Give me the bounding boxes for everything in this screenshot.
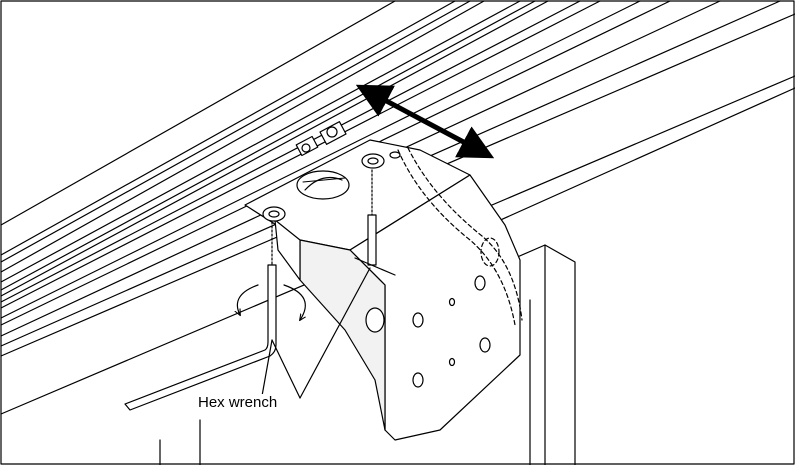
window-frame <box>159 244 576 465</box>
label-leaders <box>261 267 371 399</box>
hidden-lines <box>397 147 523 326</box>
double-headed-arrow-icon <box>355 84 495 159</box>
bracket <box>244 139 521 441</box>
adjust-knob <box>296 170 350 200</box>
rotation-arrows-icon <box>237 284 305 320</box>
hex-wrench-left <box>124 221 277 411</box>
hex-wrench-right <box>354 169 396 276</box>
carriage-parts <box>295 121 347 157</box>
hex-wrench-label: Hex wrench <box>196 394 280 411</box>
bracket-holes <box>365 275 491 388</box>
screws <box>262 151 401 222</box>
